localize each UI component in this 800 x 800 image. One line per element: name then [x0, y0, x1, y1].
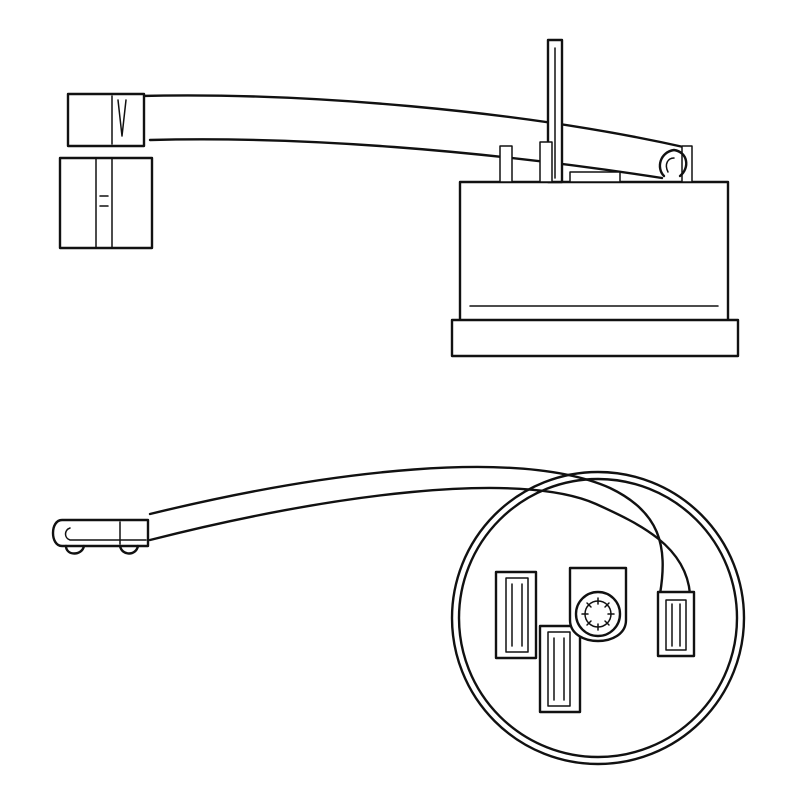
- side-view-terminals: [499, 38, 693, 184]
- face-view: [51, 465, 746, 766]
- face-view-crimp-clip: [51, 518, 150, 555]
- side-view-cable: [138, 94, 690, 180]
- face-view-terminal-right: [656, 590, 696, 658]
- side-view-relay-body: [450, 180, 740, 358]
- face-view-round-housing: [450, 470, 746, 766]
- face-view-terminal-left: [494, 570, 538, 660]
- face-view-cable: [148, 465, 692, 596]
- face-view-stud-tab: [568, 566, 628, 643]
- face-view-terminal-center: [538, 624, 582, 714]
- side-view-spade-connector: [58, 92, 154, 250]
- side-view: [58, 38, 740, 358]
